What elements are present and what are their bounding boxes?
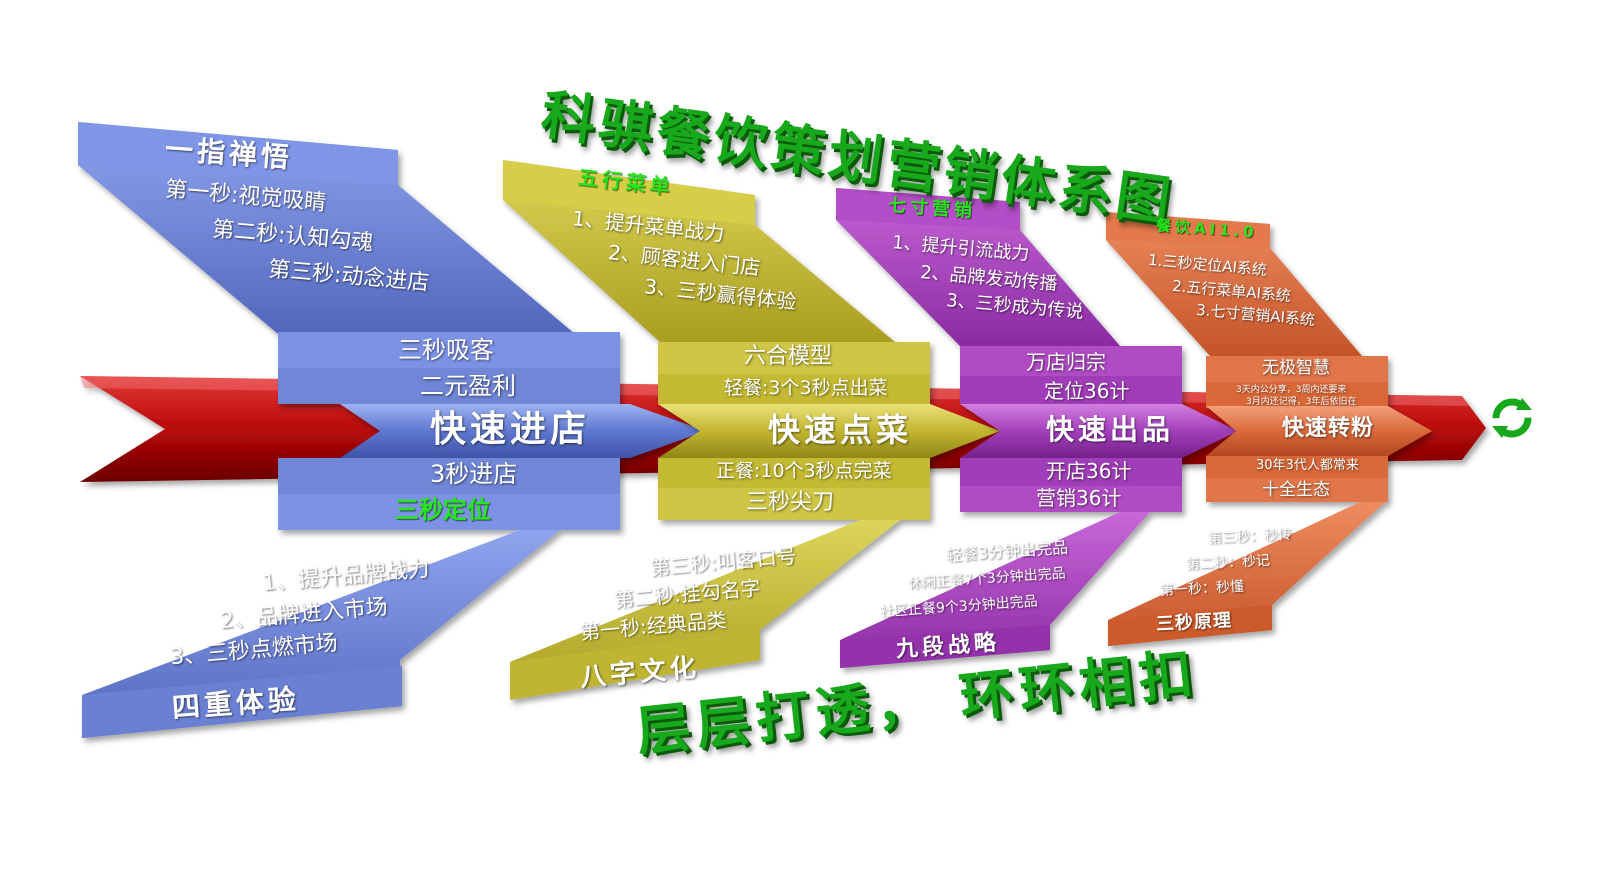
stage-4-top-label: 3月内还记得，3年后依旧在 (1246, 397, 1357, 407)
stage-4-top-label: 3天内公分享，3周内还要来 (1236, 385, 1347, 395)
stage-1-upper-title: 一指禅悟 (164, 132, 295, 175)
stage-1-top-label: 三秒吸客 (398, 336, 494, 364)
stage-3-main-label: 快速出品 (1046, 413, 1175, 446)
stage-2-main-label: 快速点菜 (768, 411, 913, 449)
recycle-icon (1492, 398, 1532, 438)
stage-4-group (1106, 212, 1432, 646)
stage-4-lower-item: 第一秒：秒懂 (1159, 578, 1245, 600)
stage-1-group (78, 122, 706, 738)
stage-1-top-label: 二元盈利 (420, 372, 516, 400)
stage-4-lower-item: 第三秒：秒传 (1207, 526, 1293, 548)
stage-4-main-label: 快速转粉 (1282, 416, 1375, 441)
stage-3-top-label: 定位36计 (1044, 379, 1130, 403)
stage-4-lower-item: 第二秒：秒记 (1185, 552, 1271, 574)
stage-3-group (836, 188, 1238, 668)
stage-4-bottom-label: 30年3代人都常来 (1256, 458, 1359, 473)
stage-2-bottom-label: 正餐:10个3秒点完菜 (716, 460, 892, 482)
stage-4-top-label: 无极智慧 (1262, 358, 1330, 378)
stage-2-bottom-label: 三秒尖刀 (746, 490, 835, 515)
stage-1-bottom-label: 三秒定位 (395, 496, 491, 524)
stage-1-bottom-label: 3秒进店 (430, 460, 518, 488)
stage-3-bottom-label: 开店36计 (1046, 459, 1132, 483)
stage-3-bottom-label: 营销36计 (1036, 486, 1122, 510)
stage-2-group (503, 160, 1000, 700)
stage-1-main-label: 快速进店 (430, 409, 591, 450)
stage-4-lower-title: 三秒原理 (1155, 610, 1233, 635)
stage-2-top-label: 六合模型 (744, 344, 833, 369)
stage-3-top-label: 万店归宗 (1026, 350, 1106, 374)
stage-2-top-label: 轻餐:3个3秒点出菜 (724, 377, 888, 399)
stage-4-bottom-label: 十全生态 (1262, 480, 1330, 500)
